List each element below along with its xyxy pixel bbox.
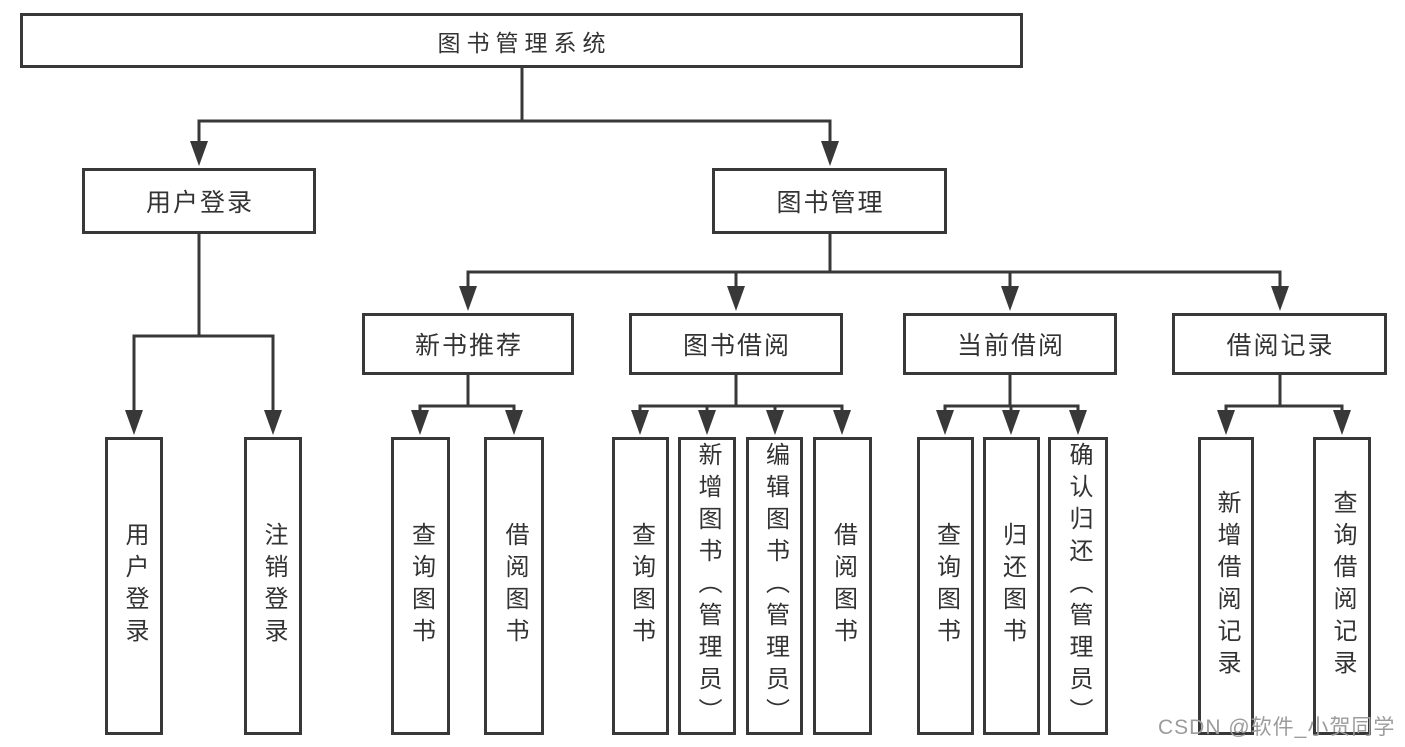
connector-new-book-recommend-to-leaves [411,375,523,435]
node-current-borrowing: 当前借阅 [903,313,1117,375]
arrowhead [505,410,523,435]
arrowhead [1333,410,1351,435]
node-label: 用户登录 [145,189,254,217]
arrowhead [727,286,745,311]
node-label: 用户登录 [121,522,148,650]
node-label: 查询图书 [627,522,655,650]
connector-current-borrowing-to-leaves [936,375,1087,435]
node-label: 图书借阅 [682,332,791,360]
arrowhead [1217,410,1235,435]
node-library-management-system: 图书管理系统 [20,13,1023,68]
arrowhead [1001,286,1019,311]
node-label: 图书管理系统 [437,29,612,56]
arrowhead [1271,286,1289,311]
node-edit-books-admin: 编辑图书（管理员） [746,437,803,735]
node-query-borrow-record: 查询借阅记录 [1313,437,1371,735]
node-return-books: 归还图书 [983,437,1040,735]
node-label: 归还图书 [998,522,1026,650]
arrowhead [766,410,784,435]
arrowhead [631,410,649,435]
node-book-management: 图书管理 [712,168,947,234]
node-query-books-borrowing: 查询图书 [612,437,669,735]
arrowhead [190,141,208,166]
arrowhead [833,410,851,435]
node-label: 新增借阅记录 [1213,490,1240,682]
node-label: 查询借阅记录 [1329,490,1356,682]
arrowhead [936,410,954,435]
node-user-login-action: 用户登录 [105,437,163,735]
node-label: 借阅图书 [501,522,528,650]
watermark: CSDN @软件_小贺同学 [1158,716,1396,739]
node-label: 注销登录 [260,522,287,650]
node-label: 借阅记录 [1226,332,1335,360]
node-label: 查询图书 [407,522,435,650]
node-confirm-return-admin: 确认归还（管理员） [1048,437,1108,735]
node-borrow-books-recommend: 借阅图书 [484,437,544,735]
arrowhead [821,141,839,166]
node-query-books-current: 查询图书 [917,437,974,735]
connector-user-login-to-leaves [125,234,282,435]
connector-root-to-level2 [190,68,839,166]
node-label: 图书管理 [776,189,885,217]
node-user-login: 用户登录 [82,168,316,234]
arrowhead [1069,410,1087,435]
node-logout: 注销登录 [244,437,302,735]
arrowhead [264,410,282,435]
arrowhead [459,286,477,311]
node-query-books-recommend: 查询图书 [391,437,450,735]
node-book-borrowing: 图书借阅 [629,313,843,375]
node-add-borrow-record: 新增借阅记录 [1198,437,1254,735]
connector-book-borrowing-to-leaves [631,375,851,435]
node-label: 当前借阅 [956,332,1065,360]
node-label: 确认归还（管理员） [1065,442,1092,730]
node-label: 新增图书（管理员） [694,442,721,730]
node-label: 借阅图书 [829,522,857,650]
arrowhead [1002,410,1020,435]
node-label: 查询图书 [932,522,960,650]
node-borrow-books-borrowing: 借阅图书 [813,437,872,735]
node-new-book-recommend: 新书推荐 [362,313,574,375]
node-label: 新书推荐 [414,332,523,360]
node-add-books-admin: 新增图书（管理员） [678,437,736,735]
arrowhead [125,410,143,435]
node-label: 编辑图书（管理员） [761,442,789,730]
arrowhead [411,410,429,435]
arrowhead [698,410,716,435]
connector-book-management-to-level3 [459,234,1289,311]
node-borrowing-records: 借阅记录 [1172,313,1387,375]
connector-borrowing-records-to-leaves [1217,375,1351,435]
